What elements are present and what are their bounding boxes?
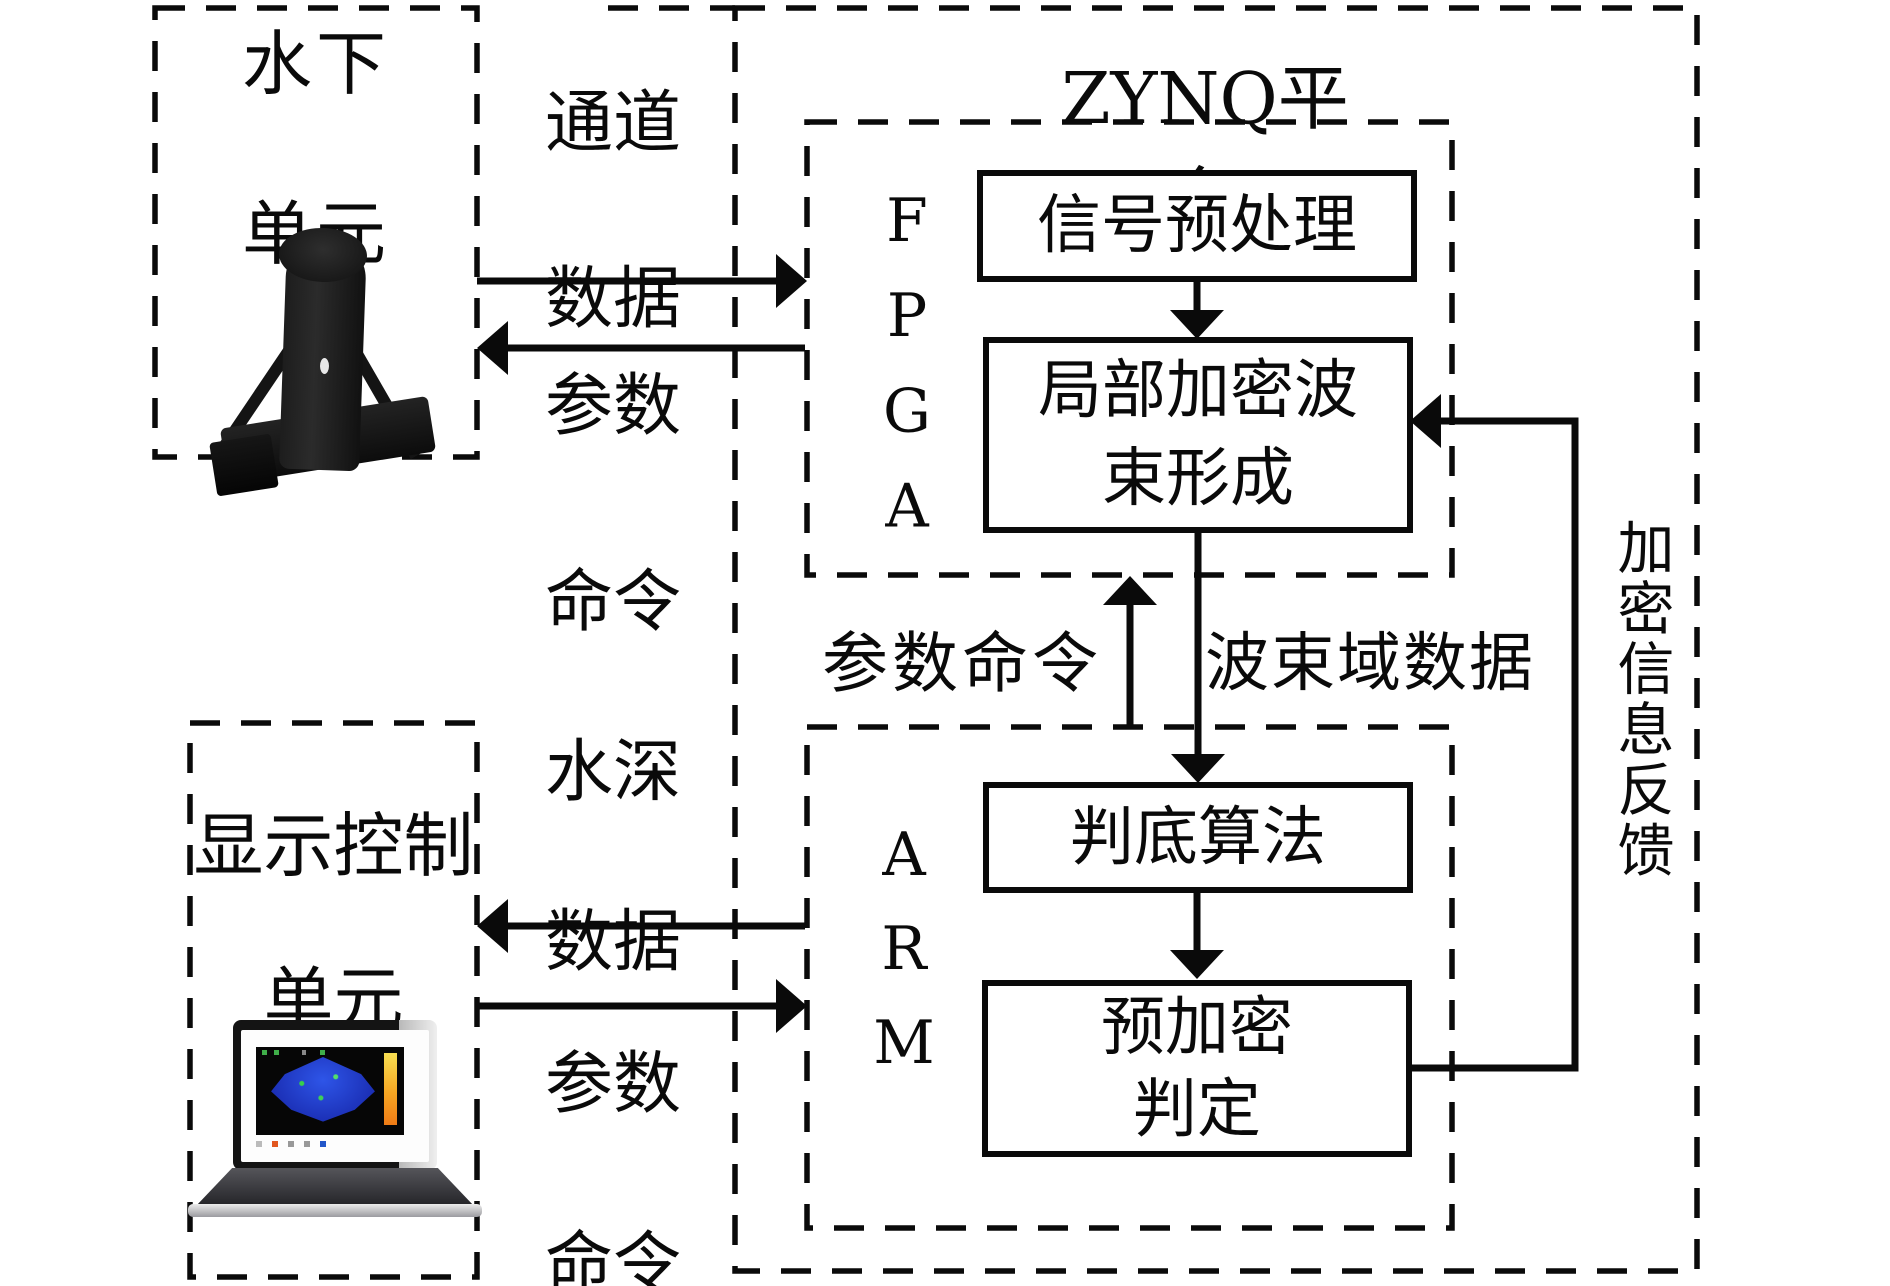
sonar-app-buttons — [256, 1141, 376, 1147]
display-control-unit-label: 显示控制 单元 — [190, 808, 477, 1039]
bottom-detection-block: 判底算法 — [983, 782, 1413, 893]
param-cmd-lower-arrowhead-icon — [776, 979, 807, 1033]
preprocess-to-beamforming-arrowhead-icon — [1170, 310, 1224, 339]
beamforming-line1: 局部加密波 — [1038, 354, 1358, 428]
param-cmd-upper-line1: 参数 — [544, 367, 681, 446]
beam-domain-data-arrowhead-icon — [1171, 754, 1225, 783]
param-cmd-lower-line2: 命令 — [544, 1225, 681, 1286]
param-cmd-upper-arrowhead-icon — [477, 321, 508, 375]
laptop-image — [188, 1015, 482, 1220]
channel-data-line2: 数据 — [544, 260, 681, 339]
depth-data-arrowhead-icon — [477, 899, 508, 953]
signal-preprocessing-text: 信号预处理 — [1037, 189, 1357, 263]
channel-data-line1: 通道 — [544, 84, 681, 163]
display-control-unit-box — [187, 720, 480, 1280]
bottom-detection-text: 判底算法 — [1070, 800, 1326, 875]
sonar-fan-display — [271, 1057, 375, 1122]
display-line1: 显示控制 — [193, 805, 474, 887]
zynq-platform-box — [732, 5, 1700, 1274]
sonar-colorbar — [384, 1053, 397, 1125]
underwater-line1: 水下 — [242, 23, 390, 105]
feedback-loop-line — [1412, 417, 1579, 1072]
pre-encryption-text: 预加密 判定 — [1101, 987, 1293, 1151]
channel-data-label: 通道 数据 — [543, 80, 683, 344]
param-cmd-mid-arrowhead-icon — [1103, 576, 1157, 605]
sonar-transducer-image — [195, 200, 445, 505]
pre-encryption-line1: 预加密 — [1101, 990, 1293, 1065]
detect-to-preencrypt-arrowhead-icon — [1170, 950, 1224, 979]
sonar-app-toolbar-dots — [262, 1050, 362, 1055]
sonar-highlight — [320, 358, 329, 374]
sonar-base-bar-face — [209, 433, 279, 497]
depth-data-line2: 数据 — [544, 903, 681, 982]
param-cmd-upper-line2: 命令 — [544, 563, 681, 642]
encrypted-info-feedback-label: 加密信息反馈 — [1608, 518, 1674, 881]
feedback-arrowhead-icon — [1410, 394, 1441, 448]
fpga-label: FPGA — [872, 186, 942, 567]
fpga-box — [804, 119, 1455, 578]
local-encrypted-beamforming-block: 局部加密波 束形成 — [983, 337, 1413, 533]
laptop-keyboard-base — [196, 1168, 474, 1206]
beamforming-line2: 束形成 — [1102, 442, 1294, 516]
depth-data-line1: 水深 — [544, 733, 681, 812]
channel-data-arrowhead-icon — [776, 254, 807, 308]
arm-label: ARM — [869, 820, 939, 1102]
sonar-app-window — [256, 1047, 404, 1135]
param-cmd-lower-label: 参数 命令 — [543, 1040, 683, 1286]
param-cmd-upper-label: 参数 命令 — [543, 358, 683, 652]
beam-domain-data-label: 波束域数据 — [1205, 627, 1535, 701]
depth-data-label: 水深 数据 — [543, 730, 683, 985]
signal-preprocessing-block: 信号预处理 — [977, 170, 1417, 282]
beamforming-text: 局部加密波 束形成 — [1038, 347, 1358, 523]
param-cmd-lower-line1: 参数 — [544, 1045, 681, 1124]
underwater-unit-label: 水下 单元 — [155, 22, 477, 277]
pre-encryption-line2: 判定 — [1133, 1072, 1261, 1147]
param-cmd-mid-label: 参数命令 — [822, 625, 1102, 702]
laptop-bottom-edge — [188, 1204, 482, 1217]
pre-encryption-block: 预加密 判定 — [982, 980, 1412, 1157]
